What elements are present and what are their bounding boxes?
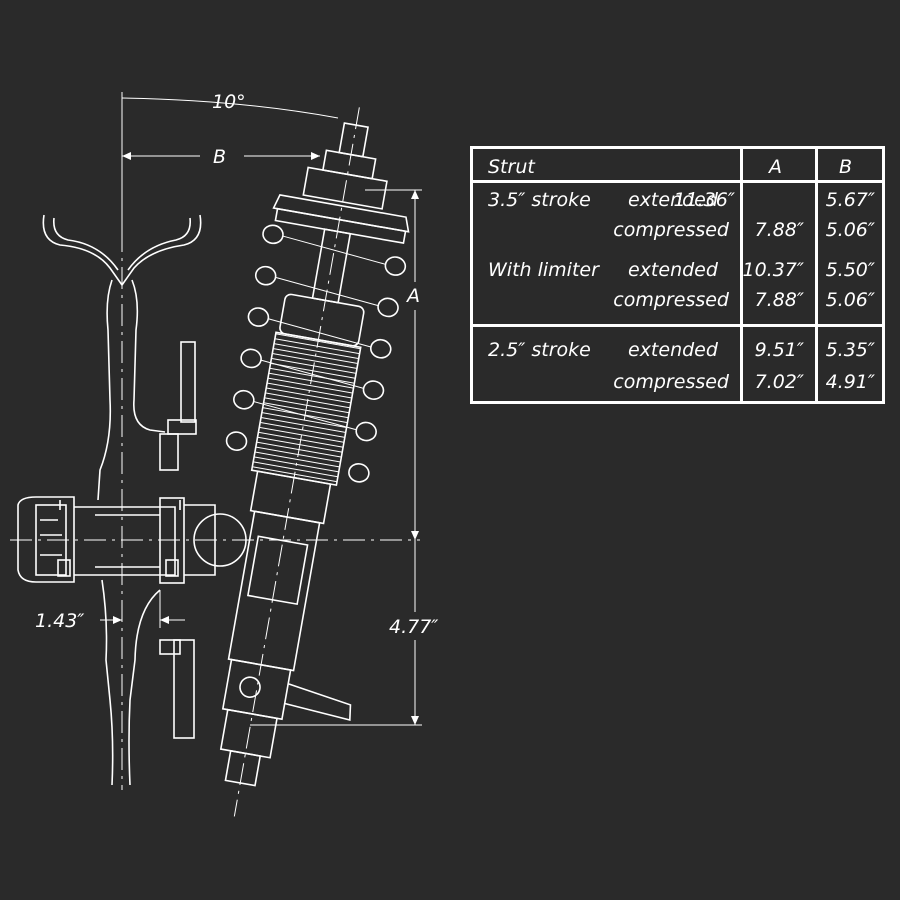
row-b-value: 5.50″ <box>825 259 875 281</box>
row-a-value: 10.37″ <box>742 259 805 281</box>
row-state: extended <box>628 339 718 361</box>
strut-spec-table: Strut A B 3.5″ stroke extended 11.36″ 5.… <box>470 146 885 404</box>
row-state: compressed <box>613 371 729 393</box>
dimension-lines <box>100 92 422 726</box>
row-a-value: 7.88″ <box>754 289 804 311</box>
coilover-strut <box>219 107 410 817</box>
header-a: A <box>769 156 782 178</box>
row-a-value: 11.36″ <box>673 189 736 211</box>
header-strut: Strut <box>488 156 535 178</box>
row-b-value: 4.91″ <box>825 371 875 393</box>
offset-dimension-label: 1.43″ <box>35 610 84 632</box>
row-b-value: 5.06″ <box>825 219 875 241</box>
row-a-value: 9.51″ <box>754 339 804 361</box>
row-label: 3.5″ stroke <box>488 189 591 211</box>
row-a-value: 7.02″ <box>754 371 804 393</box>
angle-label: 10° <box>212 91 246 113</box>
row-state: extended <box>628 259 718 281</box>
b-dimension-label: B <box>213 146 226 168</box>
row-state: extended <box>628 189 718 211</box>
row-b-value: 5.67″ <box>825 189 875 211</box>
height-dimension-label: 4.77″ <box>389 616 438 638</box>
row-b-value: 5.35″ <box>825 339 875 361</box>
row-state: compressed <box>613 289 729 311</box>
row-state: compressed <box>613 219 729 241</box>
row-label: 2.5″ stroke <box>488 339 591 361</box>
wheel-upright <box>17 214 247 786</box>
a-dimension-label: A <box>405 285 420 307</box>
row-label: With limiter <box>488 259 599 281</box>
row-b-value: 5.06″ <box>825 289 875 311</box>
header-b: B <box>839 156 853 178</box>
row-a-value: 7.88″ <box>754 219 804 241</box>
